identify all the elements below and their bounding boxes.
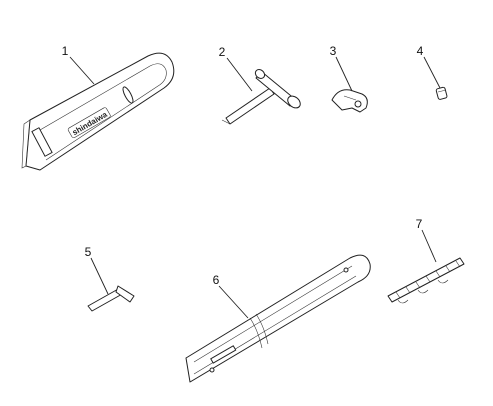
callout-2: 2 bbox=[219, 45, 226, 59]
part-1-chain-cover: shindaiwa bbox=[21, 52, 175, 171]
callout-4: 4 bbox=[417, 44, 424, 58]
part-7-saw-chain bbox=[387, 257, 465, 304]
leader-line-6 bbox=[218, 285, 249, 319]
callout-7: 7 bbox=[416, 217, 423, 231]
leader-line-3 bbox=[335, 56, 353, 92]
part-6-guide-bar bbox=[185, 254, 371, 383]
leader-line-2 bbox=[226, 57, 253, 92]
callout-labels: 1 2 3 4 5 6 7 bbox=[62, 44, 424, 287]
leader-line-1 bbox=[69, 56, 95, 85]
callout-1: 1 bbox=[62, 44, 69, 58]
leader-line-5 bbox=[90, 257, 109, 295]
callout-6: 6 bbox=[213, 273, 220, 287]
part-4-nut bbox=[435, 86, 448, 100]
leader-lines bbox=[69, 56, 441, 319]
leader-line-7 bbox=[421, 229, 437, 263]
callout-3: 3 bbox=[330, 44, 337, 58]
part-2-combination-wrench bbox=[221, 69, 301, 125]
part-3-tensioner-clip bbox=[331, 89, 368, 113]
callout-5: 5 bbox=[85, 245, 92, 259]
leader-line-4 bbox=[423, 56, 441, 89]
part-5-hex-key bbox=[87, 285, 135, 312]
